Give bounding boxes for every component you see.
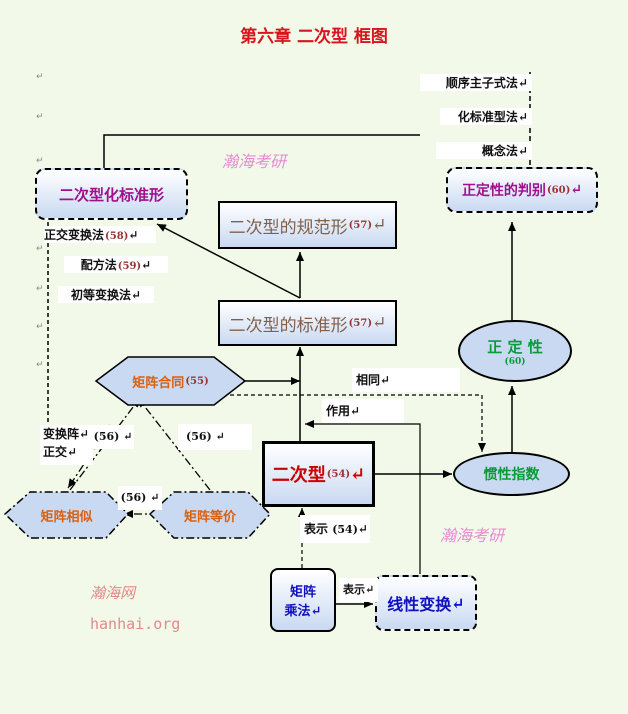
positive-node: 正 定 性 (60) (458, 320, 572, 382)
matrix-multiplication-node: 矩阵 乘法↵ (270, 568, 336, 632)
inertia-index-node: 惯性指数 (453, 452, 570, 496)
return-mark: ↵ (36, 112, 44, 122)
equivalent-node: 矩阵等价 (183, 509, 236, 525)
normalize-node: 二次型化标准形 (35, 168, 188, 220)
contract-hexagon (94, 356, 247, 406)
return-mark: ↵ (36, 72, 44, 82)
watermark-top: 瀚海考研 (222, 152, 287, 171)
edge-label-represent-2: 表示↵ (339, 578, 378, 602)
method-square-completion: 配方法(59)↵ (64, 256, 168, 273)
similar-node: 矩阵相似 (40, 509, 93, 525)
page-title: 第六章 二次型 框图 (240, 27, 388, 47)
similar-hexagon (3, 491, 130, 539)
edge-label-represent: 表示 (54)↵ (300, 515, 370, 543)
edge-label-action: 作用↵ (322, 399, 404, 423)
contract-node: 矩阵合同(55) (132, 375, 209, 391)
return-mark: ↵ (36, 156, 44, 166)
return-mark: ↵ (36, 284, 44, 294)
edge-label-56-c: (56) ↵ (118, 486, 162, 510)
site-url: hanhai.org (90, 615, 181, 633)
method-leading-minors: 顺序主子式法↵ (420, 74, 532, 91)
method-orthogonal: 正交变换法(58)↵ (44, 226, 156, 243)
edge-label-56-b: (56) ↵ (178, 424, 252, 450)
method-elementary: 初等变换法↵ (58, 286, 154, 303)
standard-node: 二次型的标准形(57)↵ (218, 300, 397, 346)
return-mark: ↵ (36, 244, 44, 254)
linear-transform-node: 线性变换↵ (375, 575, 477, 631)
return-mark: ↵ (36, 360, 44, 370)
site-name: 瀚海网 (90, 584, 136, 602)
definite-test-node: 正定性的判别(60)↵ (446, 167, 598, 213)
edge-label-56-a: (56) ↵ (92, 425, 134, 449)
equivalent-hexagon (148, 491, 272, 539)
edge-label-orthogonal-matrix: 变换阵↵ 正交↵ (40, 425, 93, 465)
watermark-bottom: 瀚海考研 (440, 526, 505, 545)
method-normal-form: 化标准型法↵ (440, 108, 532, 125)
canonical-node: 二次型的规范形(57)↵ (218, 201, 397, 249)
edge-label-same: 相同↵ (352, 368, 460, 392)
method-concept: 概念法↵ (436, 142, 532, 159)
quadratic-form-node: 二次型(54)↵ (262, 441, 375, 507)
return-mark: ↵ (36, 322, 44, 332)
